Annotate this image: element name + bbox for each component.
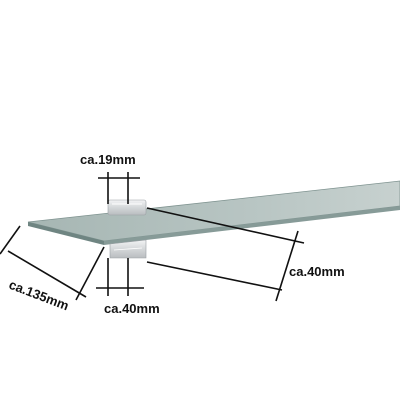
label-top-width: ca.19mm bbox=[80, 152, 136, 167]
label-right-depth: ca.40mm bbox=[289, 264, 345, 279]
dimension-right-depth bbox=[146, 207, 305, 302]
dimension-bottom-width bbox=[96, 258, 144, 296]
dimension-shelf-depth bbox=[0, 225, 105, 301]
label-bottom-width: ca.40mm bbox=[104, 301, 160, 316]
dimension-top-width bbox=[98, 172, 140, 204]
glass-shelf-side-edge bbox=[104, 206, 400, 245]
glass-shelf-front-edge bbox=[28, 222, 104, 245]
bracket-body bbox=[109, 239, 147, 259]
bracket-top bbox=[107, 199, 147, 216]
glass-shelf-top bbox=[27, 180, 400, 242]
